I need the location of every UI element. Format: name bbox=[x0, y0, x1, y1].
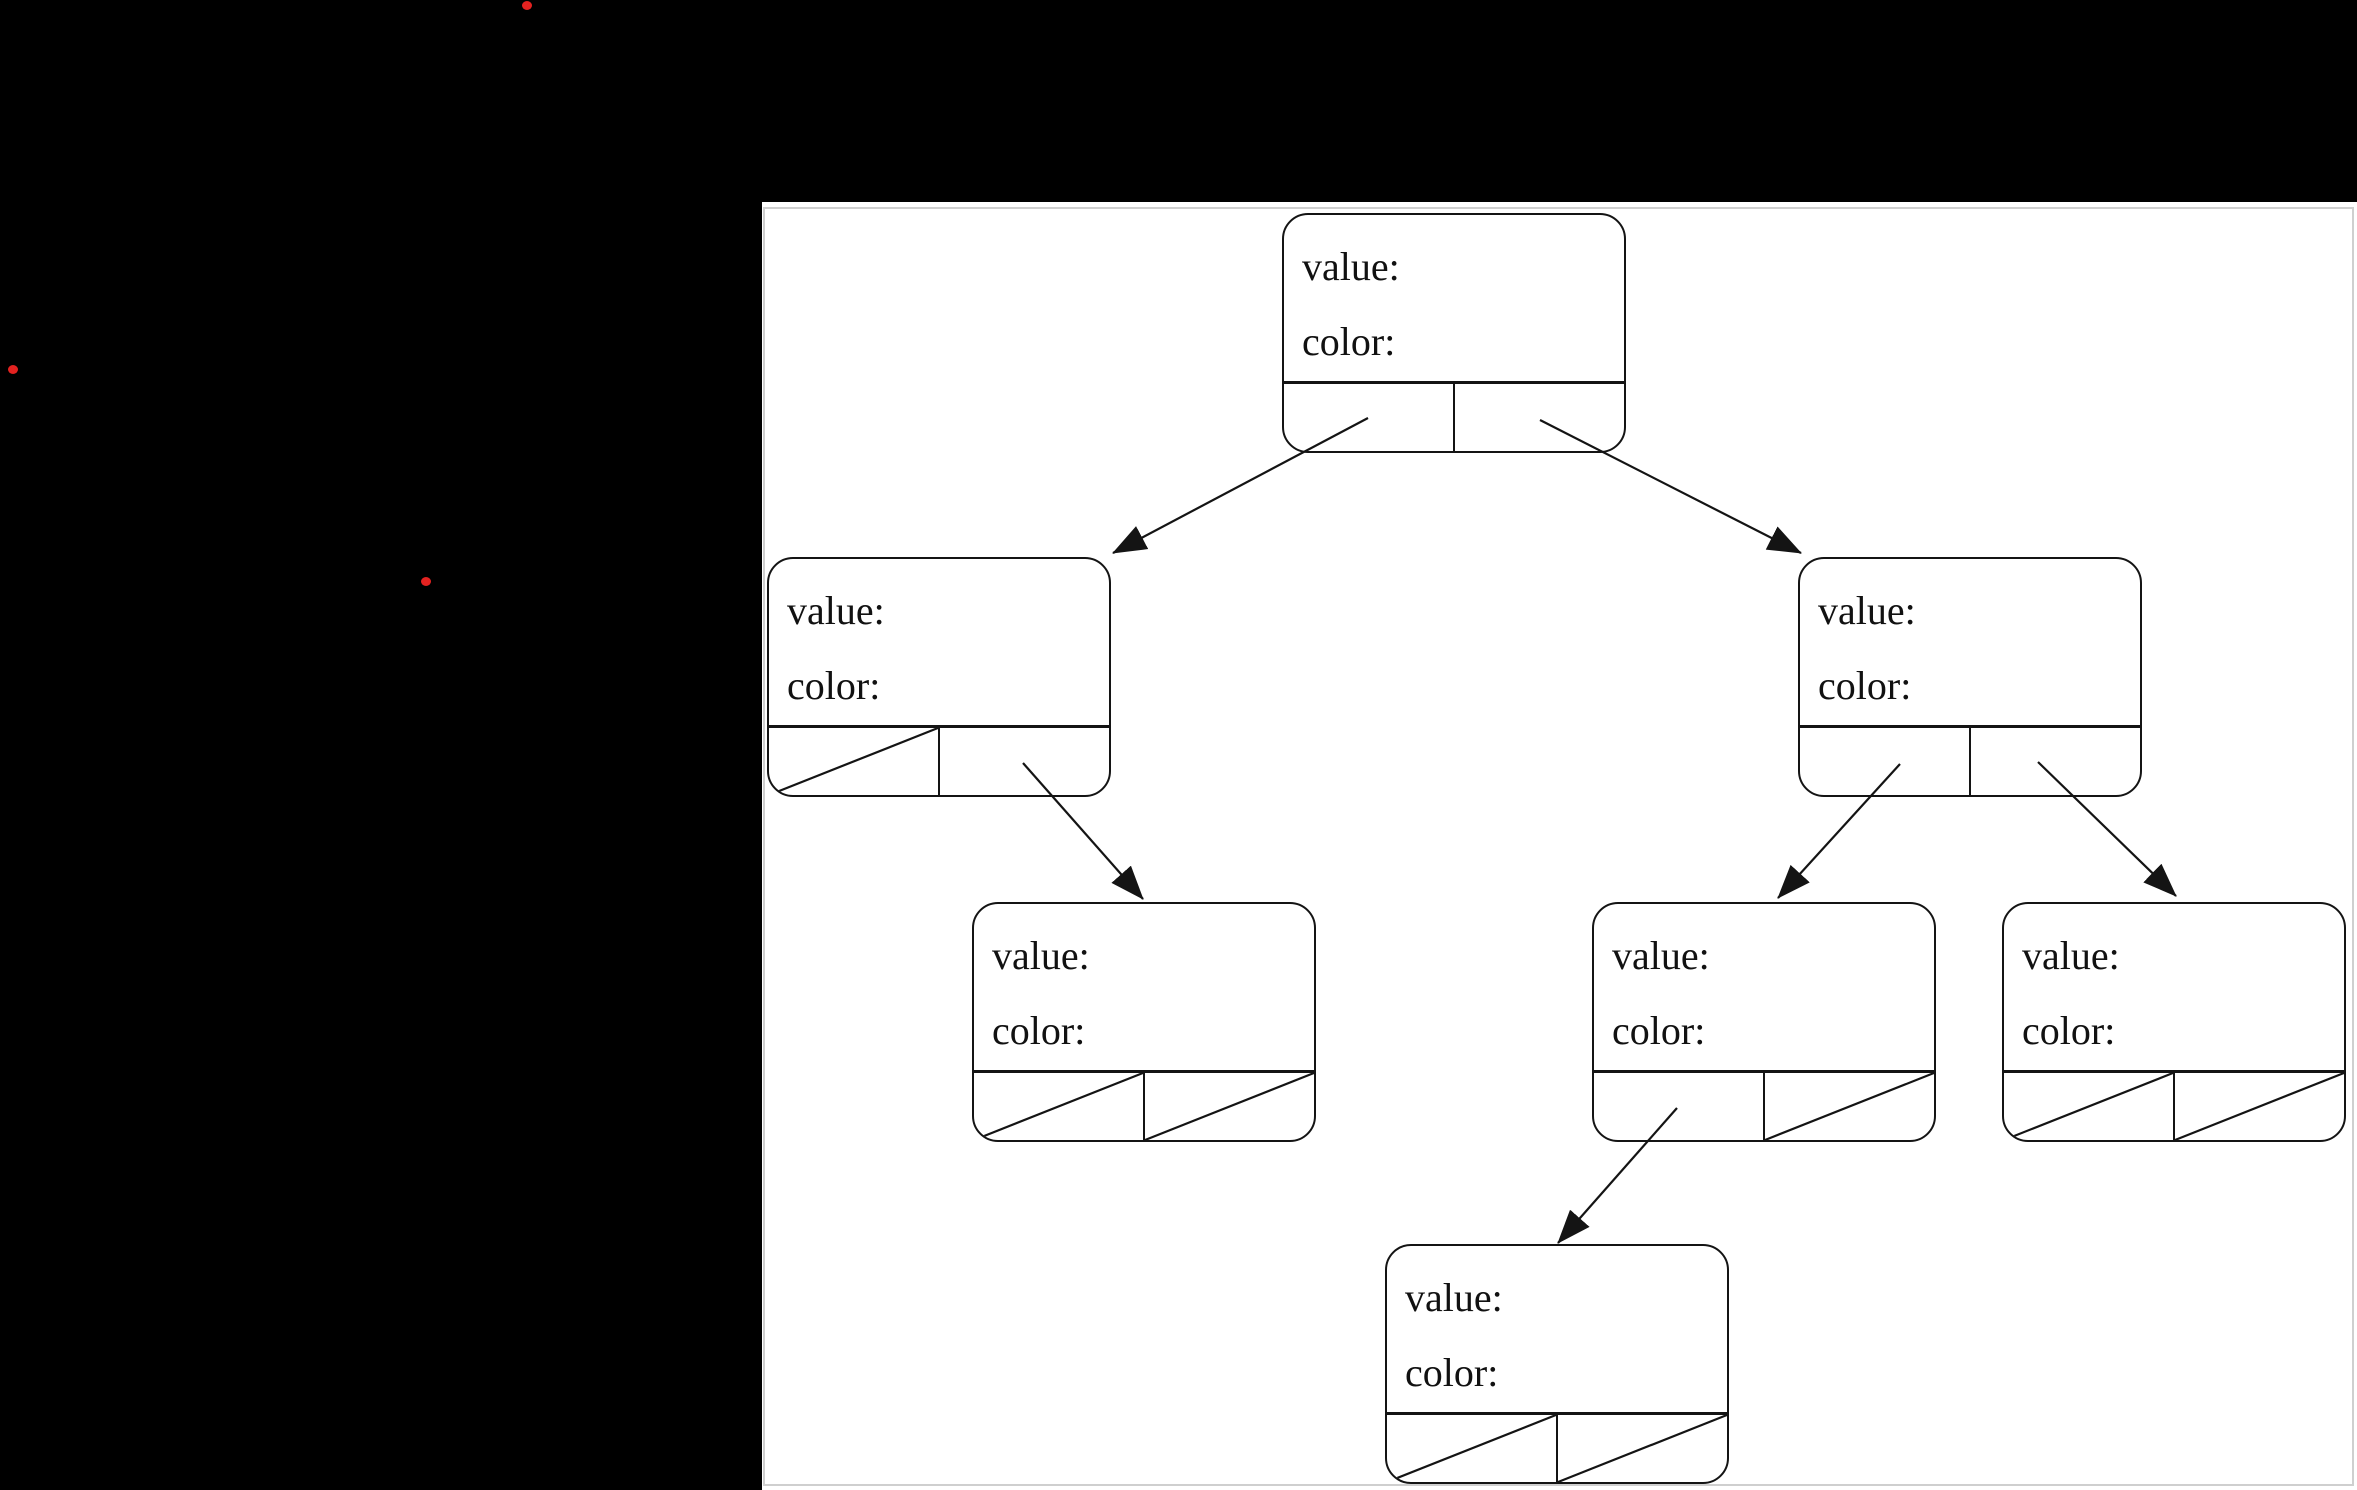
pointer-row bbox=[1387, 1412, 1727, 1482]
red-marker-dot bbox=[522, 1, 532, 10]
tree-node-right-right-grandchild: value: color: bbox=[2002, 902, 2346, 1142]
null-pointer-diagonal bbox=[1387, 1415, 1556, 1482]
left-pointer-cell bbox=[1387, 1415, 1558, 1482]
tree-node-left-right-grandchild: value: color: bbox=[972, 902, 1316, 1142]
node-field-labels: value: color: bbox=[1387, 1246, 1727, 1410]
document-panel: value:color:value:color:value:color:valu… bbox=[762, 202, 2357, 1490]
color-field-label: color: bbox=[1302, 319, 1396, 364]
null-pointer-diagonal bbox=[1765, 1073, 1934, 1140]
document-page-border bbox=[763, 207, 2354, 1486]
node-field-labels: value: color: bbox=[974, 904, 1314, 1068]
red-marker-dot bbox=[421, 577, 431, 586]
tree-node-right-left-grandchild: value: color: bbox=[1592, 902, 1936, 1142]
color-field-label: color: bbox=[787, 663, 881, 708]
color-field-label: color: bbox=[1612, 1008, 1706, 1053]
node-field-labels: value: color: bbox=[1594, 904, 1934, 1068]
pointer-row bbox=[1594, 1070, 1934, 1140]
null-pointer-diagonal bbox=[769, 728, 938, 795]
tree-node-root: value: color: bbox=[1282, 213, 1626, 453]
pointer-row bbox=[1284, 381, 1624, 451]
value-field-label: value: bbox=[1818, 588, 1916, 633]
pointer-row bbox=[974, 1070, 1314, 1140]
null-pointer-diagonal bbox=[2004, 1073, 2173, 1140]
color-field-label: color: bbox=[2022, 1008, 2116, 1053]
right-pointer-cell bbox=[2175, 1073, 2344, 1140]
color-field-label: color: bbox=[1405, 1350, 1499, 1395]
pointer-row bbox=[2004, 1070, 2344, 1140]
left-pointer-cell bbox=[1594, 1073, 1765, 1140]
value-field-label: value: bbox=[787, 588, 885, 633]
tree-node-great-grandchild: value: color: bbox=[1385, 1244, 1729, 1484]
color-field-label: color: bbox=[992, 1008, 1086, 1053]
right-pointer-cell bbox=[1145, 1073, 1314, 1140]
pointer-row bbox=[769, 725, 1109, 795]
tree-node-right-child: value: color: bbox=[1798, 557, 2142, 797]
right-pointer-cell bbox=[1455, 384, 1624, 451]
red-marker-dot bbox=[8, 365, 18, 374]
value-field-label: value: bbox=[1405, 1275, 1503, 1320]
null-pointer-diagonal bbox=[2175, 1073, 2344, 1140]
left-pointer-cell bbox=[1800, 728, 1971, 795]
value-field-label: value: bbox=[1612, 933, 1710, 978]
right-pointer-cell bbox=[1971, 728, 2140, 795]
value-field-label: value: bbox=[1302, 244, 1400, 289]
color-field-label: color: bbox=[1818, 663, 1912, 708]
node-field-labels: value: color: bbox=[1284, 215, 1624, 379]
left-pointer-cell bbox=[974, 1073, 1145, 1140]
node-field-labels: value: color: bbox=[2004, 904, 2344, 1068]
node-field-labels: value: color: bbox=[1800, 559, 2140, 723]
null-pointer-diagonal bbox=[1145, 1073, 1314, 1140]
right-pointer-cell bbox=[1765, 1073, 1934, 1140]
pointer-row bbox=[1800, 725, 2140, 795]
right-pointer-cell bbox=[1558, 1415, 1727, 1482]
left-pointer-cell bbox=[2004, 1073, 2175, 1140]
left-pointer-cell bbox=[1284, 384, 1455, 451]
node-field-labels: value: color: bbox=[769, 559, 1109, 723]
null-pointer-diagonal bbox=[974, 1073, 1143, 1140]
value-field-label: value: bbox=[992, 933, 1090, 978]
right-pointer-cell bbox=[940, 728, 1109, 795]
null-pointer-diagonal bbox=[1558, 1415, 1727, 1482]
value-field-label: value: bbox=[2022, 933, 2120, 978]
left-pointer-cell bbox=[769, 728, 940, 795]
tree-node-left-child: value: color: bbox=[767, 557, 1111, 797]
